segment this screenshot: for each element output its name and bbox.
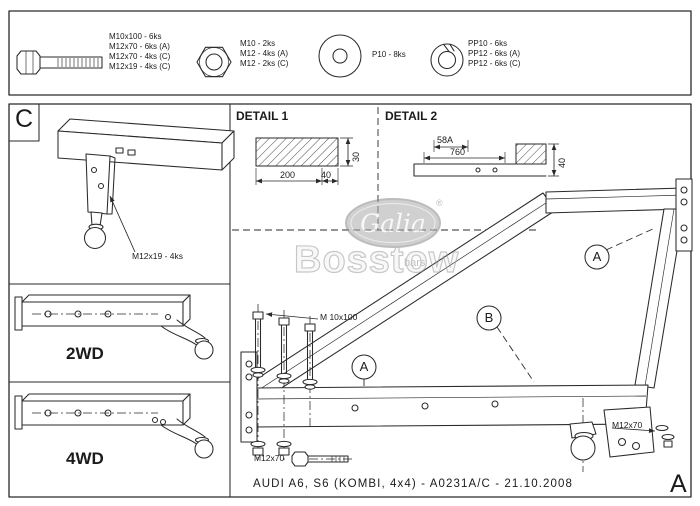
- bolt-label-4: M12x19 - 4ks (C): [109, 62, 171, 71]
- bolt-label-2: M12x70 - 6ks (A): [109, 42, 170, 51]
- spring-label-2: PP12 - 6ks (A): [468, 49, 521, 58]
- detail-2-dim-top: 58A: [437, 135, 454, 145]
- watermark-bars-text: bars: [404, 257, 426, 269]
- variant-4wd-label: 4WD: [66, 449, 104, 468]
- vertical-bolts: [250, 304, 319, 460]
- main-assembly-drawing: [240, 178, 693, 472]
- nut-label-3: M12 - 2ks (C): [240, 59, 289, 68]
- bolt-label-1: M10x100 - 6ks: [109, 32, 162, 41]
- callout-a2: A: [359, 359, 369, 374]
- spring-label-3: PP12 - 6ks (C): [468, 59, 521, 68]
- corner-letter-a: A: [670, 470, 687, 498]
- callout-markers: [351, 227, 656, 387]
- detail-1-drawing: [255, 137, 353, 185]
- registered-mark: ®: [436, 198, 443, 208]
- callout-a1: A: [592, 249, 602, 264]
- detail-2-dim-height: 40: [557, 157, 567, 168]
- horizontal-bolt: [291, 451, 354, 467]
- nut-label-2: M12 - 4ks (A): [240, 49, 289, 58]
- page-frames: [8, 10, 692, 498]
- crossbar-clamp-label: M12x19 - 4ks: [132, 251, 184, 261]
- watermark: Bosstow bars Galia ®: [293, 198, 459, 282]
- nut-label-1: M10 - 2ks: [240, 39, 276, 48]
- footer-caption: AUDI A6, S6 (KOMBI, 4x4) - A0231A/C - 21…: [253, 478, 573, 490]
- crossbar-drawing: [57, 118, 235, 253]
- spring-label-1: PP10 - 6ks: [468, 39, 508, 48]
- detail-1-dim-offset: 40: [321, 170, 332, 180]
- detail-2-title: DETAIL 2: [385, 109, 438, 123]
- corner-letter-c: C: [15, 105, 34, 133]
- detail-1-dim-height: 30: [351, 151, 361, 162]
- hex-bolt-icon: [16, 50, 103, 75]
- detail-2-dim-length: 760: [450, 147, 466, 157]
- assembly-bolt-bottom-label: M12x70: [254, 453, 285, 463]
- spring-washer-icon: [430, 43, 464, 77]
- detail-2-drawing: [413, 140, 559, 177]
- galia-logo-text: Galia: [360, 209, 426, 238]
- galia-oval: [345, 198, 441, 248]
- washer-label-1: P10 - 8ks: [372, 50, 406, 59]
- flat-washer-icon: [318, 34, 362, 78]
- detail-1-title: DETAIL 1: [236, 109, 289, 123]
- hex-nut-icon: [196, 46, 232, 78]
- variant-2wd-drawing: [14, 294, 214, 360]
- variant-2wd-label: 2WD: [66, 344, 104, 363]
- detail-1-dim-width: 200: [280, 170, 296, 180]
- variant-4wd-drawing: [14, 393, 214, 459]
- callout-b: B: [484, 310, 494, 325]
- assembly-bolt-top-label: M 10x100: [320, 312, 358, 322]
- galia-oval-inner: [350, 203, 436, 243]
- bolt-label-3: M12x70 - 4ks (C): [109, 52, 171, 61]
- assembly-bolt-right-label: M12x70: [612, 420, 643, 430]
